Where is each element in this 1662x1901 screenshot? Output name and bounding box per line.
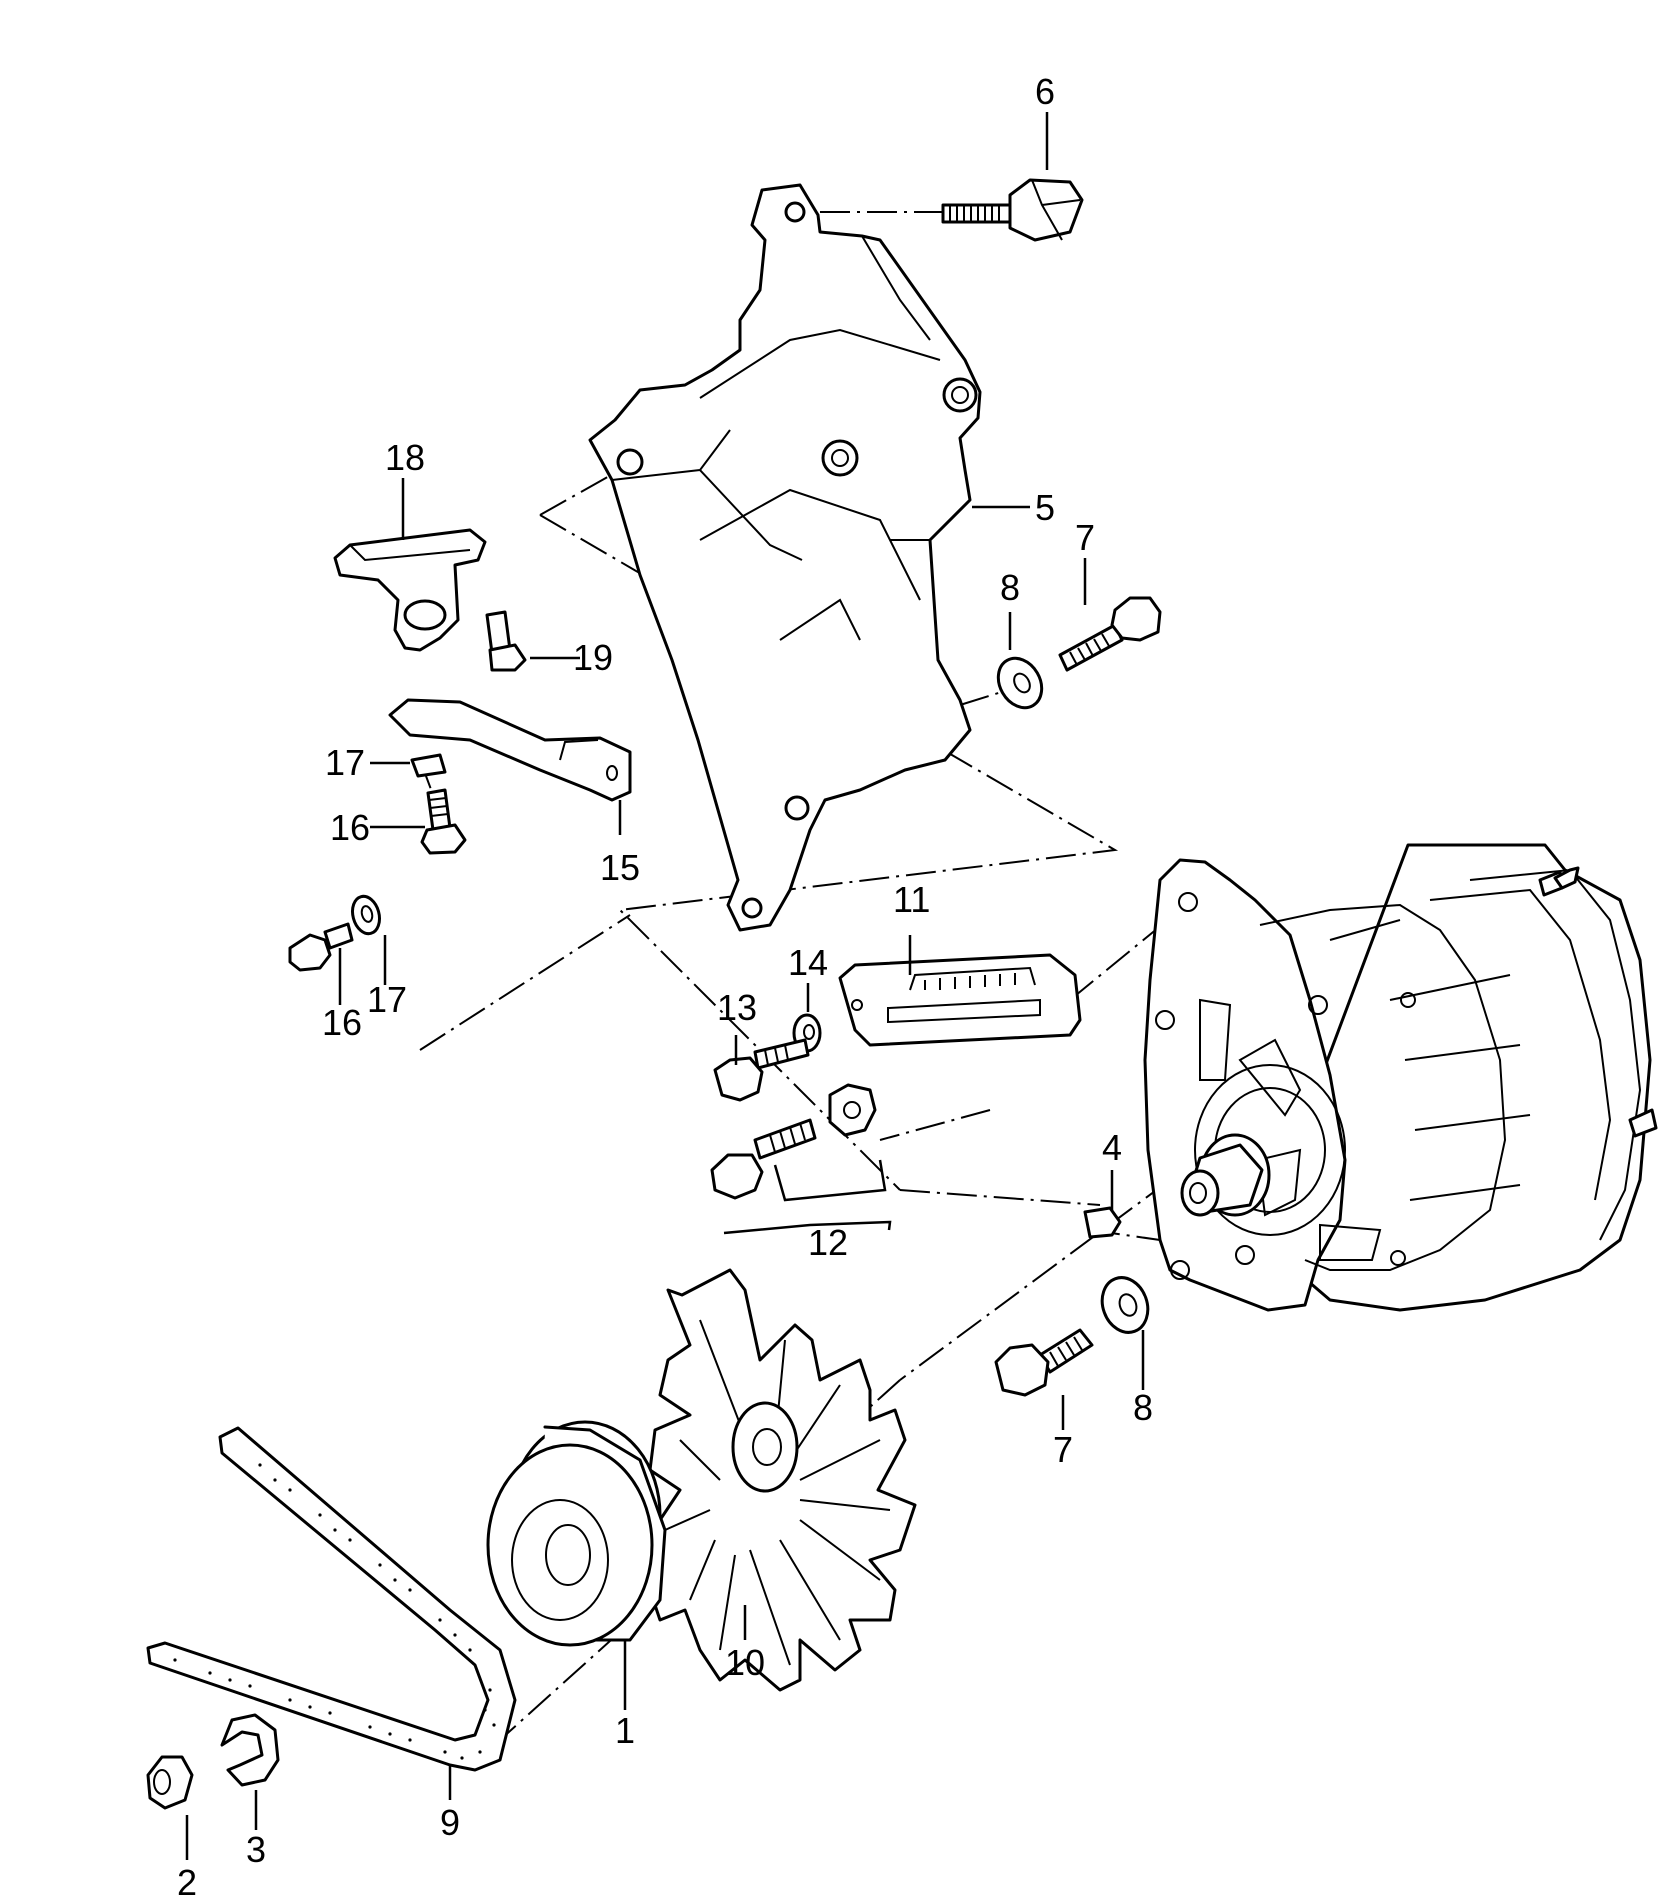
callout-2: 2 (177, 1862, 197, 1901)
callout-8-upper: 8 (1000, 567, 1020, 608)
tensioner-plate-11 (838, 953, 1082, 1047)
bracket-18 (333, 528, 487, 652)
callouts: 6 5 7 8 18 19 17 16 15 16 17 11 14 13 12… (177, 71, 1153, 1901)
callout-11: 11 (893, 879, 930, 920)
woodruff-key-4 (1083, 1206, 1122, 1239)
v-belt-9 (146, 1426, 517, 1772)
washer-17-upper (410, 753, 447, 778)
callout-7-lower: 7 (1053, 1429, 1073, 1470)
spring-washer-3 (220, 1713, 280, 1787)
callout-6: 6 (1035, 71, 1055, 112)
nut-2 (146, 1755, 194, 1810)
callout-16-upper: 16 (330, 807, 370, 848)
callout-3: 3 (246, 1829, 266, 1870)
callout-15: 15 (600, 847, 640, 888)
callout-14: 14 (788, 942, 828, 983)
bolt-6 (941, 178, 1084, 242)
bolt-16-upper (420, 788, 467, 855)
pulley-1 (486, 1420, 667, 1647)
callout-9: 9 (440, 1802, 460, 1843)
callout-13: 13 (717, 987, 757, 1028)
bolt-7-lower (994, 1328, 1094, 1397)
washer-8-lower (1100, 1276, 1150, 1334)
fan-10 (638, 1268, 917, 1692)
callout-19: 19 (573, 637, 613, 678)
callout-18: 18 (385, 437, 425, 478)
bolt-13 (713, 1038, 810, 1102)
callout-10: 10 (725, 1642, 765, 1683)
washer-8-upper (996, 656, 1044, 710)
callout-5: 5 (1035, 487, 1055, 528)
callout-16-lower: 16 (322, 1002, 362, 1043)
callout-7-upper: 7 (1075, 517, 1095, 558)
callout-17-lower: 17 (367, 979, 407, 1020)
alternator (1143, 843, 1658, 1312)
callout-17-upper: 17 (325, 742, 365, 783)
bolt-7-upper (1058, 596, 1162, 672)
washer-17-lower (351, 894, 381, 936)
alternator-bracket (588, 183, 982, 932)
leader-lines (185, 112, 1145, 1860)
strap-plate-15 (388, 698, 632, 802)
bolt-19 (485, 610, 527, 672)
callout-1: 1 (615, 1710, 635, 1751)
bolt-16-lower (288, 922, 354, 972)
bolt-nut-set-12 (710, 1083, 892, 1235)
callout-12: 12 (808, 1222, 848, 1263)
callout-8-lower: 8 (1133, 1387, 1153, 1428)
callout-4: 4 (1102, 1127, 1122, 1168)
